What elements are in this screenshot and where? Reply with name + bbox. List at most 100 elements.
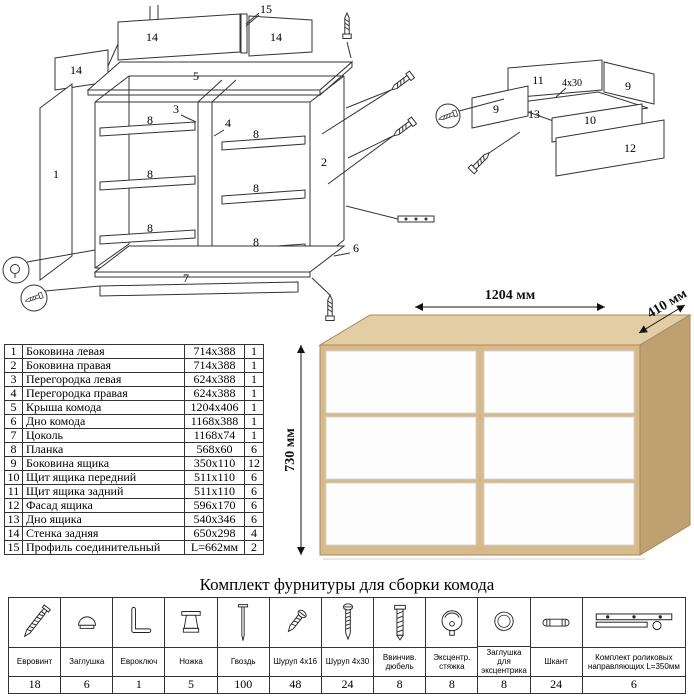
plinth-shape <box>99 281 299 297</box>
part-size: 1204x406 <box>184 400 245 415</box>
label-plinth-7: 7 <box>183 271 189 285</box>
label-profile-15: 15 <box>260 2 272 16</box>
hardware-item-qty: 24 <box>550 677 563 691</box>
back-panel-right-shape <box>248 15 313 57</box>
part-size: 1168x74 <box>184 428 245 443</box>
label-plank-8c: 8 <box>147 221 153 235</box>
label-plank-8d: 8 <box>253 127 259 141</box>
part-size: 650x298 <box>184 526 245 541</box>
dresser-top-face <box>318 314 692 346</box>
part-num: 12 <box>4 498 23 513</box>
part-num: 5 <box>4 400 23 415</box>
label-drawer-back-11: 11 <box>532 73 544 87</box>
height-dimension-label: 730 мм <box>283 428 298 472</box>
part-name: Боковина правая <box>22 358 185 373</box>
part-num: 9 <box>4 456 23 471</box>
part-num: 8 <box>4 442 23 457</box>
part-num: 11 <box>4 484 23 499</box>
part-name: Стенка задняя <box>22 526 185 541</box>
part-size: 568x60 <box>184 442 245 457</box>
drawer-front <box>483 350 635 414</box>
hardware-item-name: Эксцентр. стяжка <box>426 648 478 677</box>
part-size: 511x110 <box>184 484 245 499</box>
bottom-panel-shape <box>93 245 346 273</box>
label-drawer-side-9far: 9 <box>625 79 631 93</box>
diagram-labels: 15 14 14 14 5 1 2 3 4 8 8 8 8 8 8 6 7 11… <box>53 2 636 285</box>
dresser-carcass-group <box>2 5 435 321</box>
part-num: 15 <box>4 540 23 555</box>
part-name: Перегородка левая <box>22 372 185 387</box>
hardware-item-name: Евроключ <box>113 648 165 677</box>
leg-icon <box>165 598 217 648</box>
part-qty: 6 <box>244 512 264 527</box>
part-size: 350x110 <box>184 456 245 471</box>
hardware-item-qty: 48 <box>289 677 302 691</box>
part-qty: 1 <box>244 428 264 443</box>
part-size: 624x388 <box>184 386 245 401</box>
drawer-back-shape <box>507 59 603 99</box>
label-back-panel-14b: 14 <box>146 30 158 44</box>
hardware-item-name: Комплект роликовых направляющих L=350мм <box>582 648 686 677</box>
hardware-item-name: Гвоздь <box>217 648 269 677</box>
part-name: Планка <box>22 442 185 457</box>
label-partition-4: 4 <box>225 116 231 130</box>
joining-profile-shape <box>240 13 248 54</box>
back-panel-middle-shape <box>117 13 241 61</box>
part-qty: 6 <box>244 484 264 499</box>
hardware-item-name: Шуруп 4x30 <box>321 648 374 677</box>
part-qty: 1 <box>244 414 264 429</box>
drawer-side-near-shape <box>471 85 529 129</box>
label-left-side-1: 1 <box>53 167 59 181</box>
part-num: 14 <box>4 526 23 541</box>
label-drawer-side-9near: 9 <box>493 102 499 116</box>
part-name: Боковина левая <box>22 344 185 359</box>
drawer-front <box>325 350 477 414</box>
left-side-panel-shape <box>39 83 73 281</box>
screw-right-lower-icon <box>327 116 418 185</box>
drawer-side-far-shape <box>603 61 655 105</box>
label-screw-note-4x30: 4x30 <box>562 78 582 89</box>
part-name: Цоколь <box>22 428 185 443</box>
hardware-item-name: Ножка <box>165 648 217 677</box>
hardware-kit-title: Комплект фурнитуры для сборки комода <box>199 575 495 594</box>
screw-top-icon <box>342 12 352 59</box>
part-size: 596x170 <box>184 498 245 513</box>
part-qty: 1 <box>244 386 264 401</box>
part-qty: 4 <box>244 526 264 541</box>
euro-screw-icon <box>9 598 61 648</box>
hardware-item-qty: 8 <box>448 677 455 691</box>
part-qty: 12 <box>244 456 264 471</box>
screw-callout <box>20 284 101 312</box>
drawer-screw-callout <box>435 98 505 129</box>
cam-cap-icon <box>478 598 530 648</box>
planks-shape <box>99 121 306 259</box>
part-name: Крыша комода <box>22 400 185 415</box>
part-num: 10 <box>4 470 23 485</box>
label-partition-3: 3 <box>173 102 179 116</box>
label-right-side-2: 2 <box>321 155 327 169</box>
drawer-front <box>483 482 635 546</box>
hardware-item-name: Заглушка для эксцентрика <box>478 647 530 678</box>
part-name: Дно комода <box>22 414 185 429</box>
drawer-exploded-group <box>435 59 665 177</box>
drawer-front <box>325 482 477 546</box>
cap-icon <box>61 598 113 648</box>
hardware-item-qty: 1 <box>135 677 142 691</box>
drawer-front <box>325 416 477 480</box>
wooden-dowel-icon <box>530 598 582 648</box>
part-qty: 1 <box>244 400 264 415</box>
part-qty: 2 <box>244 540 264 555</box>
part-num: 13 <box>4 512 23 527</box>
